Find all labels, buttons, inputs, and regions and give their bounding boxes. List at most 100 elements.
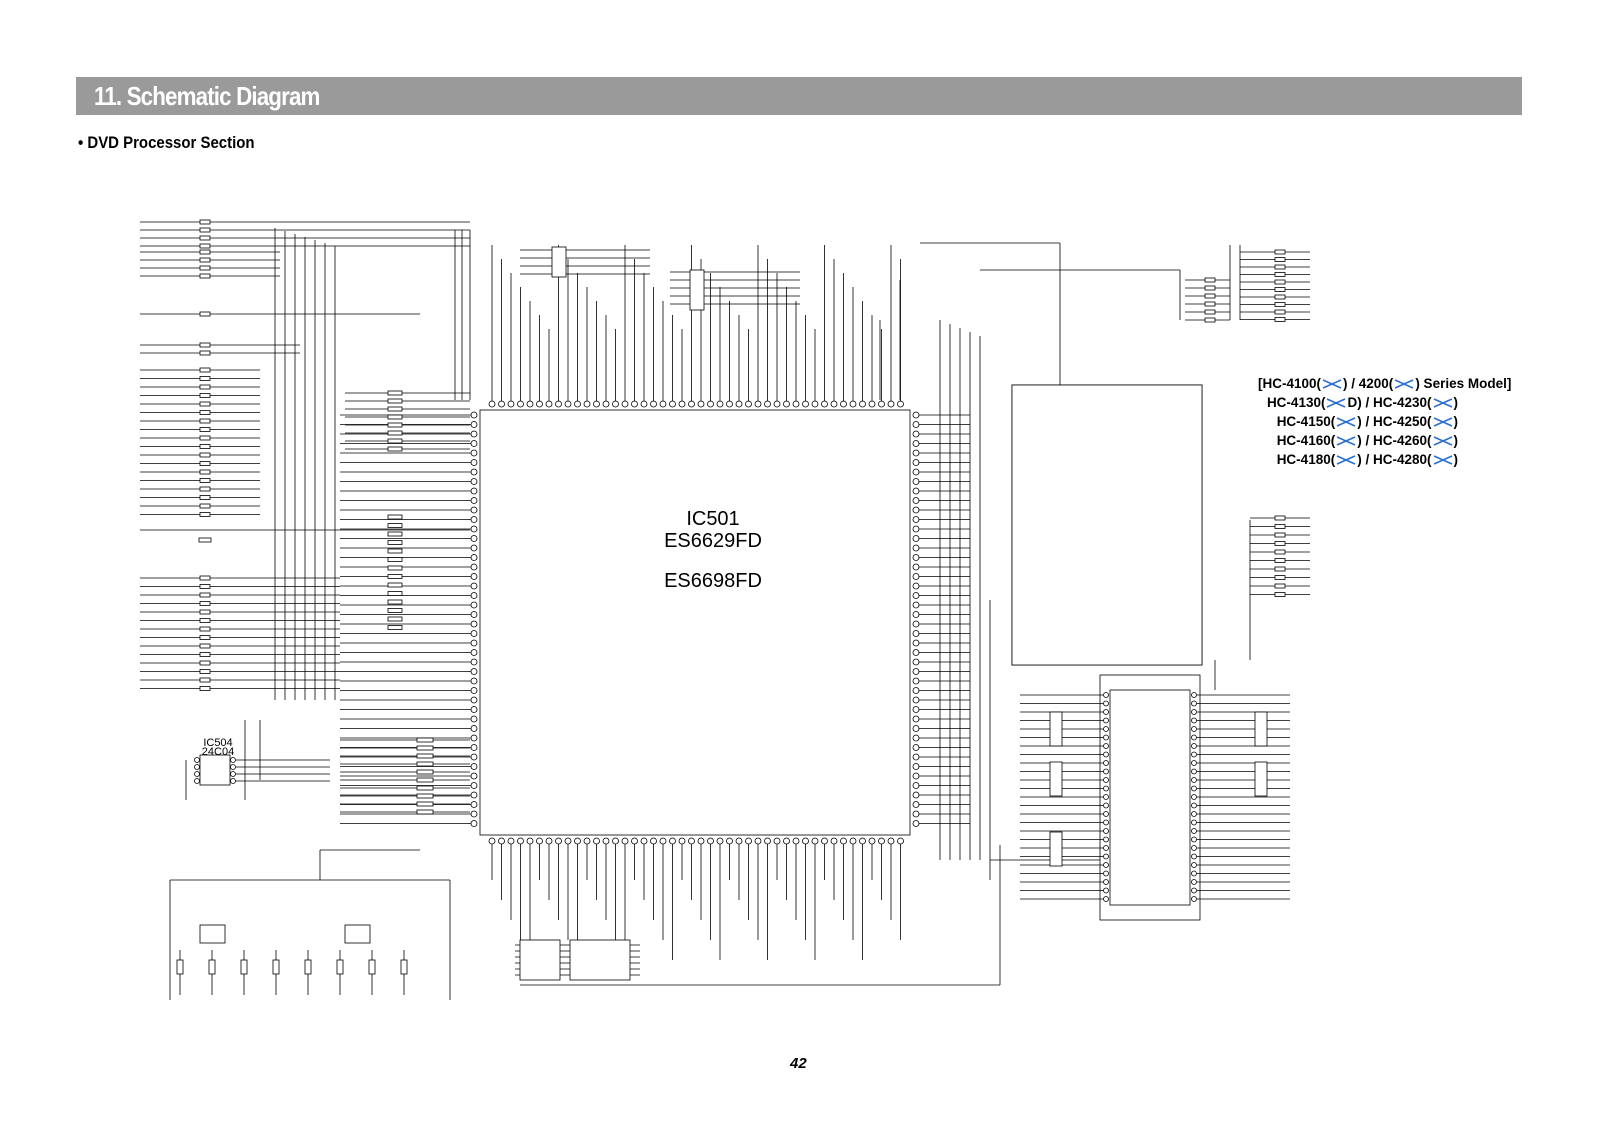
resistor-icon (198, 537, 212, 543)
resistor-icon (416, 777, 434, 783)
ic-pin (470, 639, 478, 647)
ic-pin (716, 837, 724, 845)
resistor-icon (199, 367, 211, 373)
ic-pin (470, 810, 478, 818)
capacitor-icon (240, 959, 248, 975)
ic-pin (783, 837, 790, 845)
ic-pin (593, 400, 600, 408)
resistor-icon (416, 761, 434, 767)
ic-pin (688, 400, 695, 408)
resistor-icon (416, 801, 434, 807)
model-text: ) / 4200( (1343, 376, 1394, 391)
resistor-icon (387, 548, 403, 554)
resistor-icon (199, 512, 211, 517)
ic-pin (868, 400, 876, 408)
model-text: ) (1453, 433, 1459, 448)
resistor-icon (1274, 264, 1286, 270)
ic501-ref: IC501 (686, 508, 740, 530)
ic-pin (470, 592, 478, 599)
ic-pin (912, 554, 920, 561)
resistor-icon (199, 249, 211, 255)
ic-pin (555, 837, 562, 845)
ic-pin (621, 400, 629, 408)
ic-pin (912, 497, 920, 504)
check-mark-icon (1322, 379, 1342, 390)
resistor-icon (199, 652, 211, 657)
resistor-icon (199, 444, 211, 449)
resistor-network (689, 269, 705, 311)
ic-pin (1103, 887, 1109, 894)
model-text: HC-4150( (1276, 414, 1336, 429)
ic-pin (640, 400, 648, 408)
resistor-icon (387, 582, 403, 588)
resistor-icon (387, 565, 403, 571)
model-text: HC-4160( (1276, 433, 1336, 448)
resistor-icon (199, 376, 211, 381)
resistor-network (1049, 761, 1063, 797)
ic-pin (470, 459, 478, 466)
ic-pin (912, 715, 920, 723)
resistor-icon (199, 452, 211, 458)
ic-pin (470, 497, 478, 504)
ic-pin (583, 837, 591, 845)
ic-pin (470, 763, 478, 770)
ic-pin (470, 725, 478, 732)
resistor-icon (199, 418, 211, 424)
model-line-1: HC-4130(D) / HC-4230() (1258, 395, 1538, 414)
ic-pin (878, 837, 885, 845)
model-text: ) / HC-4250( (1357, 414, 1432, 429)
ic-pin (1191, 845, 1197, 851)
ic-pin (1103, 802, 1109, 809)
resistor-icon (199, 273, 211, 279)
ic-pin (1191, 785, 1197, 792)
ic-pin (631, 837, 638, 845)
ic-pin (470, 791, 478, 799)
ic-pin (1191, 726, 1197, 732)
ic-pin (1191, 853, 1197, 860)
ic-pin (526, 837, 534, 845)
ic-pin (735, 400, 743, 408)
section-title: • DVD Processor Section (78, 133, 255, 152)
model-text: ) (1453, 395, 1459, 410)
ic-pin (517, 837, 524, 845)
resistor-icon (199, 219, 211, 225)
resistor-icon (199, 469, 211, 475)
ic-pin (1103, 845, 1109, 851)
ic-pin (792, 837, 800, 845)
ic-pin (912, 668, 920, 675)
ic-pin (912, 791, 920, 799)
ic-pin (887, 837, 895, 845)
ic-pin (470, 421, 478, 428)
check-mark-icon (1433, 455, 1452, 466)
frame (1099, 674, 1201, 921)
resistor-icon (1274, 541, 1286, 546)
ic-pin (697, 400, 705, 408)
ic-pin (1191, 743, 1197, 749)
ic-pin (1103, 828, 1109, 834)
ic-pin (498, 837, 505, 845)
ic-pin (1191, 751, 1197, 758)
ic-pin (470, 516, 478, 523)
ic-pin (1103, 726, 1109, 732)
ic-pin (470, 506, 478, 514)
capacitor-icon (176, 959, 184, 975)
ic-pin (1191, 819, 1197, 826)
ic-pin (1103, 819, 1109, 826)
resistor-icon (387, 591, 403, 596)
model-text: ) (1453, 414, 1459, 429)
model-text: ) Series Model] (1415, 376, 1512, 391)
ic-pin (517, 400, 524, 408)
resistor-icon (199, 626, 211, 632)
ic-pin (773, 400, 781, 408)
ic-pin (612, 837, 619, 845)
ic-pin (574, 837, 581, 845)
ic-pin (1103, 700, 1109, 707)
ic-pin (470, 468, 478, 476)
resistor-icon (416, 745, 434, 751)
ic-pin (621, 837, 629, 845)
ic-pin (912, 535, 920, 542)
ic-pin (912, 725, 920, 732)
ic-pin (470, 734, 478, 742)
ic-pin (470, 544, 478, 552)
ic-pin (470, 440, 478, 447)
